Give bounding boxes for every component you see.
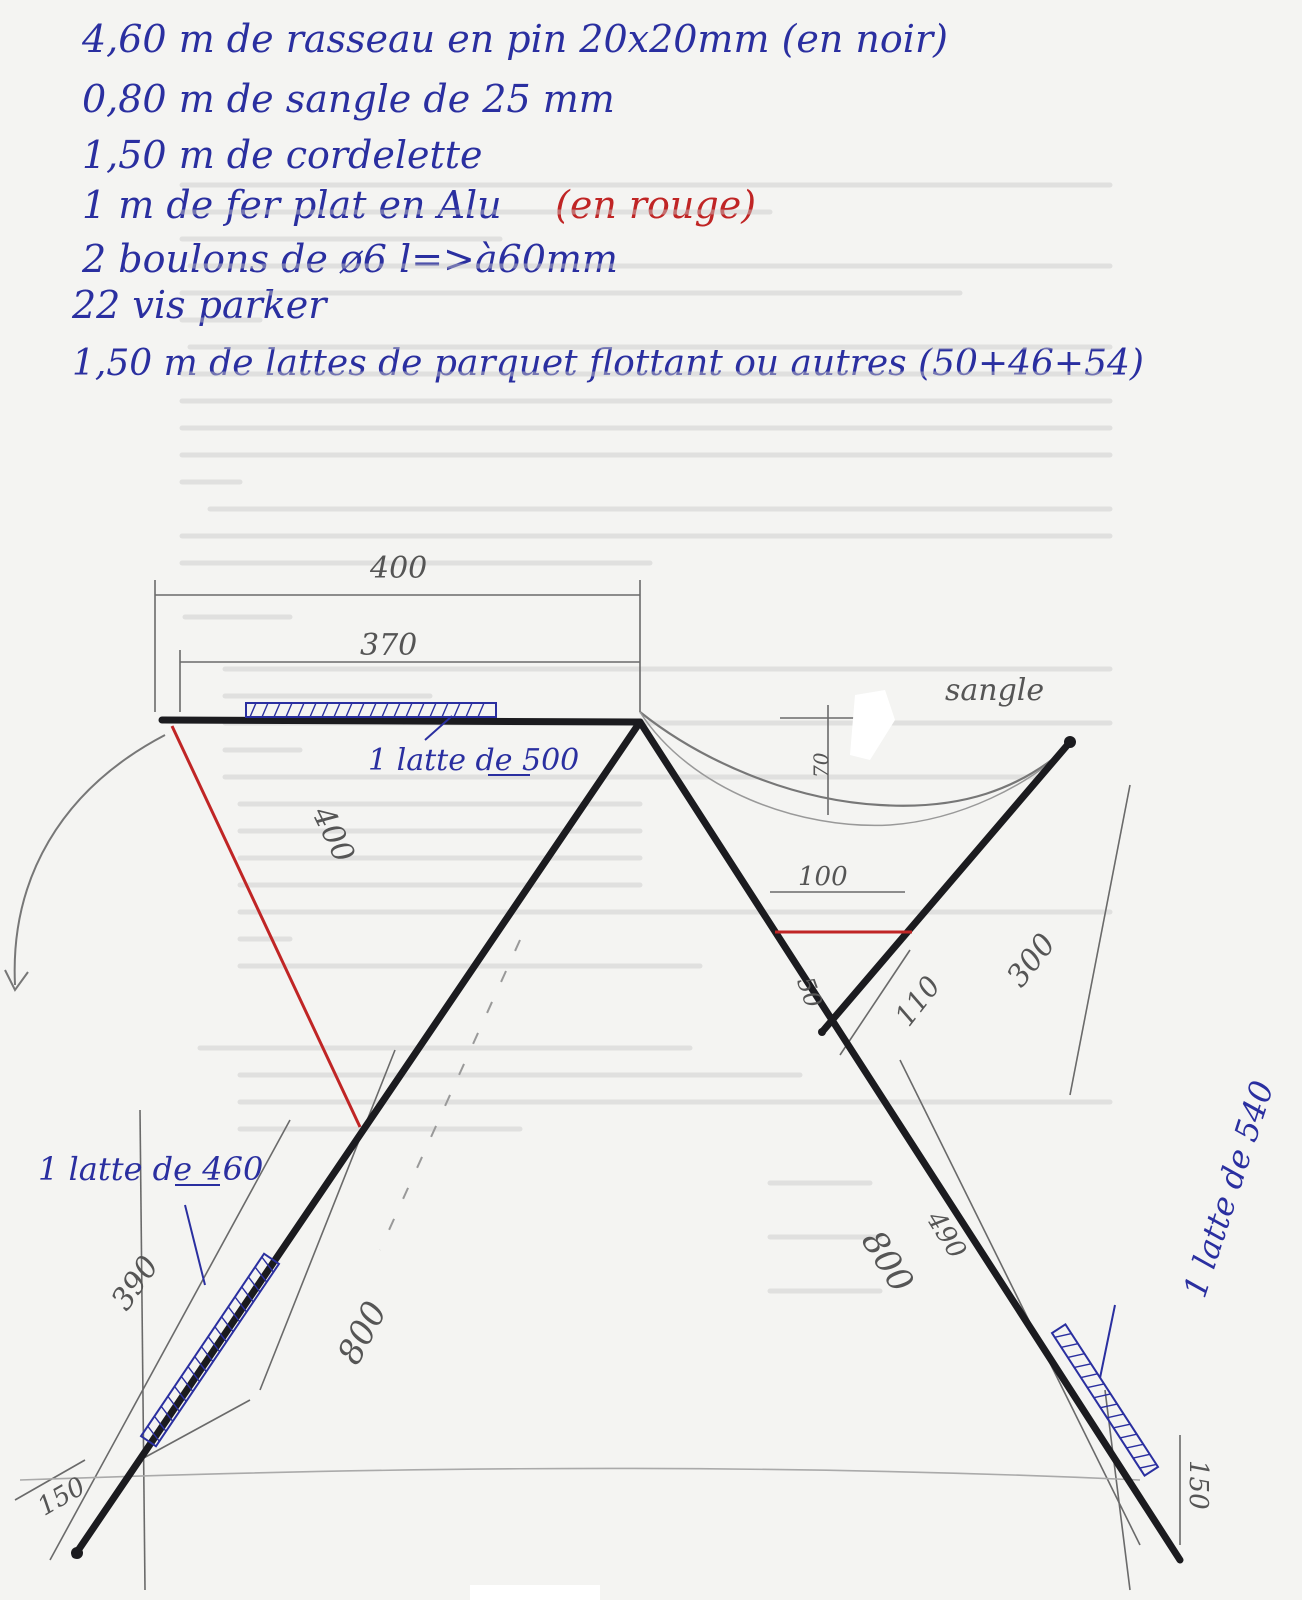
dim-left-long: 800 (330, 1295, 396, 1371)
latte-left-label: 1 latte de 460 (38, 1150, 263, 1188)
show-through-text (179, 182, 1113, 1294)
dim-right-upper: 300 (1000, 927, 1063, 994)
dim-sangle-label: sangle (945, 673, 1044, 708)
paper-tab (470, 1585, 600, 1600)
sangle-strap (639, 711, 1071, 807)
fold-arrow-left (13, 734, 166, 986)
dim-top-outer: 400 (369, 551, 427, 586)
slat-right (1050, 1322, 1160, 1478)
material-line-6: 22 vis parker (71, 283, 329, 327)
dim-sangle-drop: 70 (809, 752, 833, 778)
alu-bar-diagonal (170, 725, 362, 1128)
fold-arrow-left-head (4, 969, 29, 992)
sangle-strap-lower (639, 711, 1071, 827)
material-line-2: 0,80 m de sangle de 25 mm (82, 77, 615, 121)
dim-right-mid: 490 (919, 1205, 971, 1264)
dimension-lines (14, 580, 1181, 1591)
material-line-7: 1,50 m de lattes de parquet flottant ou … (72, 343, 1144, 384)
slat-left (139, 1252, 281, 1448)
foot-marker-left (71, 1547, 83, 1559)
pointer-arrow-left (184, 1204, 206, 1286)
dim-cross-width: 100 (798, 862, 848, 892)
material-line-5: 2 boulons de ø6 l=>à60mm (81, 237, 618, 281)
material-line-4: 1 m de fer plat en Alu (82, 183, 502, 227)
pointer-arrow-right (1099, 1304, 1116, 1379)
center-dashed-line (379, 939, 521, 1251)
ground-curve (19, 1467, 1141, 1481)
latte-right-label: 1 latte de 540 (1176, 1076, 1282, 1302)
latte-top-label: 1 latte de 500 (368, 743, 579, 778)
bolt-marker-cross (818, 1028, 826, 1036)
correction-blob (850, 690, 895, 760)
dim-cross-diag: 110 (888, 970, 947, 1032)
pointer-arrow-top (424, 715, 453, 741)
dim-top-inner: 370 (360, 628, 417, 663)
wooden-frame (71, 716, 1184, 1564)
material-red-note: (en rouge) (555, 183, 756, 227)
material-line-1: 4,60 m de rasseau en pin 20x20mm (en noi… (81, 17, 948, 61)
dim-left-lower: 390 (105, 1250, 167, 1317)
slat-top (245, 702, 497, 718)
bolt-marker-upper (1064, 736, 1076, 748)
material-line-3: 1,50 m de cordelette (82, 133, 483, 177)
dim-foot-right: 150 (1183, 1460, 1213, 1510)
